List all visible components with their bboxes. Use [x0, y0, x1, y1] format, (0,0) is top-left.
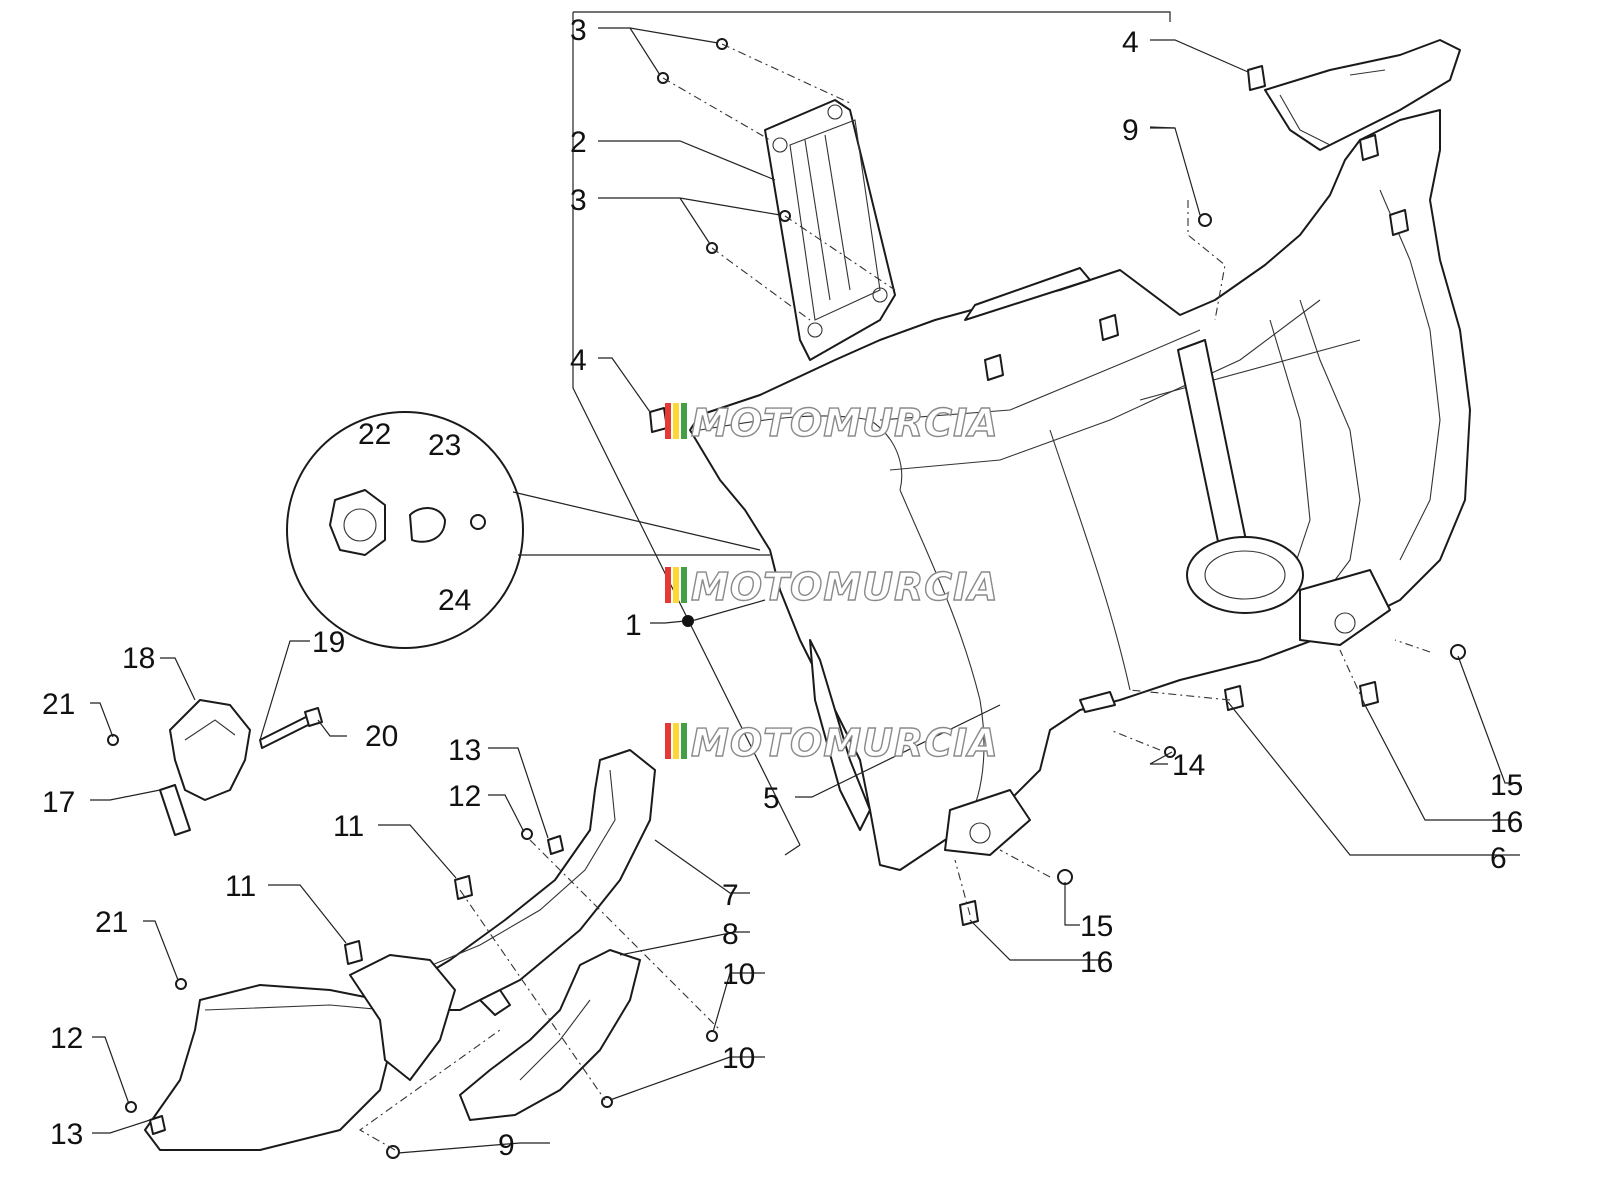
leg-shield-inner-panel [689, 39, 1471, 871]
callout-16b: 16 [1080, 946, 1113, 979]
callout-9b: 9 [498, 1129, 515, 1162]
watermark: MOTOMURCIA [665, 720, 999, 766]
callout-13b: 13 [50, 1118, 83, 1151]
callout-3a: 3 [570, 14, 587, 47]
callout-5: 5 [763, 782, 780, 815]
watermark-group: MOTOMURCIA MOTOMURCIA MOTOMURCIA [665, 400, 999, 766]
watermark-stripe-red [665, 403, 671, 439]
callout-15b: 15 [1080, 910, 1113, 943]
leader-lines [90, 27, 1520, 1154]
callout-13a: 13 [448, 734, 481, 767]
callout-21b: 21 [95, 906, 128, 939]
callout-12b: 12 [50, 1022, 83, 1055]
callout-labels: 3 2 3 4 4 9 22 23 24 1 18 19 21 20 17 13… [42, 14, 1523, 1162]
callout-7: 7 [722, 879, 739, 912]
callout-18: 18 [122, 642, 155, 675]
callout-23: 23 [428, 429, 461, 462]
watermark-text: MOTOMURCIA [691, 401, 999, 445]
callout-9a: 9 [1122, 114, 1139, 147]
lower-spoiler-panels [144, 749, 656, 1151]
callout-22: 22 [358, 418, 391, 451]
assembly-bracket-lines [572, 11, 1171, 856]
callout-17: 17 [42, 786, 75, 819]
callout-15a: 15 [1490, 769, 1523, 802]
hardware-fasteners [107, 38, 1466, 1159]
callout-14: 14 [1172, 749, 1205, 782]
watermark: MOTOMURCIA [665, 400, 999, 446]
callout-12a: 12 [448, 780, 481, 813]
callout-11b: 11 [225, 870, 256, 903]
callout-24: 24 [438, 584, 471, 617]
callout-19: 19 [312, 626, 345, 659]
watermark-stripe-yellow [673, 567, 679, 603]
watermark-stripe-yellow [673, 723, 679, 759]
callout-2: 2 [570, 126, 587, 159]
vent-grille-cover [764, 99, 896, 361]
watermark: MOTOMURCIA [665, 564, 999, 610]
watermark-stripe-red [665, 567, 671, 603]
vent-bracket-assembly [159, 699, 323, 836]
callout-4a: 4 [570, 344, 587, 377]
callout-3b: 3 [570, 184, 587, 217]
callout-11a: 11 [333, 810, 364, 843]
watermark-stripe-green [681, 723, 687, 759]
callout-10b: 10 [722, 1042, 755, 1075]
watermark-stripe-yellow [673, 403, 679, 439]
watermark-stripe-green [681, 403, 687, 439]
watermark-text: MOTOMURCIA [691, 565, 999, 609]
callout-1-dot [682, 615, 694, 627]
callout-8: 8 [722, 918, 739, 951]
callout-21a: 21 [42, 688, 75, 721]
assembly-axis-lines [358, 43, 1431, 1151]
watermark-stripe-red [665, 723, 671, 759]
detail-magnifier [286, 411, 770, 649]
callout-4b: 4 [1122, 26, 1139, 59]
callout-20: 20 [365, 720, 398, 753]
callout-1: 1 [625, 609, 642, 642]
callout-16a: 16 [1490, 806, 1523, 839]
callout-6: 6 [1490, 842, 1507, 875]
watermark-stripe-green [681, 567, 687, 603]
callout-10a: 10 [722, 958, 755, 991]
watermark-text: MOTOMURCIA [691, 721, 999, 765]
